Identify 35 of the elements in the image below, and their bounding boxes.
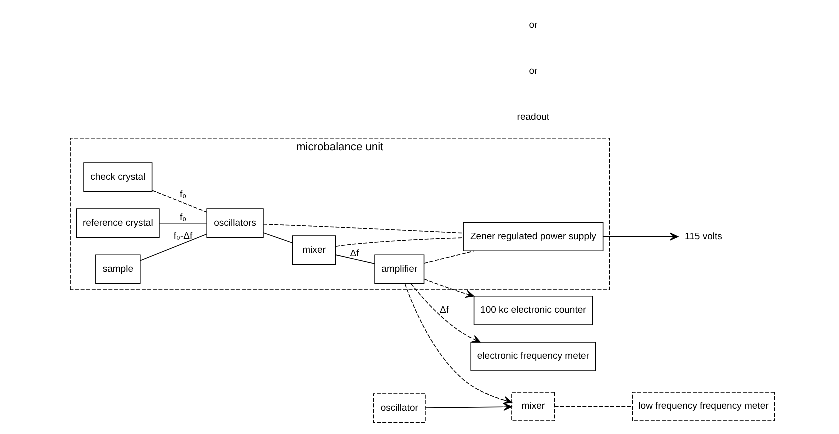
edge-label: Δf	[350, 248, 360, 260]
connector	[263, 232, 294, 244]
node-box: oscillators	[206, 208, 264, 238]
connector	[159, 222, 208, 224]
node-text: 115 volts	[685, 231, 722, 242]
node-box: reference crystal	[76, 208, 160, 238]
node-box: 100 kc electronic counter	[474, 296, 593, 326]
connector	[554, 406, 633, 408]
connector	[152, 190, 208, 213]
arrow	[425, 403, 512, 412]
arrow	[424, 278, 474, 298]
node-box: oscillator	[373, 394, 426, 424]
edge-label: f₀	[180, 212, 187, 224]
node-box: Zener regulated power supply	[463, 222, 604, 252]
node-box: sample	[96, 254, 141, 284]
arrow	[410, 284, 481, 343]
connector	[335, 254, 376, 264]
connector	[336, 238, 464, 247]
node-box: electronic frequency meter	[470, 342, 596, 372]
connector	[263, 224, 464, 234]
arrow	[602, 232, 679, 241]
label: readout	[517, 112, 550, 124]
node-box: mixer	[512, 392, 556, 422]
edge-label: Δf	[440, 304, 450, 316]
node-box: check crystal	[84, 162, 153, 192]
node-box: amplifier	[374, 254, 425, 284]
arrow	[404, 284, 512, 404]
edge-label: f₀	[180, 190, 187, 201]
edge-label: f₀-Δf	[174, 230, 193, 242]
label: or	[529, 66, 538, 78]
connector	[424, 250, 475, 264]
node-box: low frequency frequency meter	[632, 392, 776, 422]
connector	[140, 234, 208, 262]
label: or	[529, 20, 538, 32]
node-box: mixer	[292, 236, 336, 266]
